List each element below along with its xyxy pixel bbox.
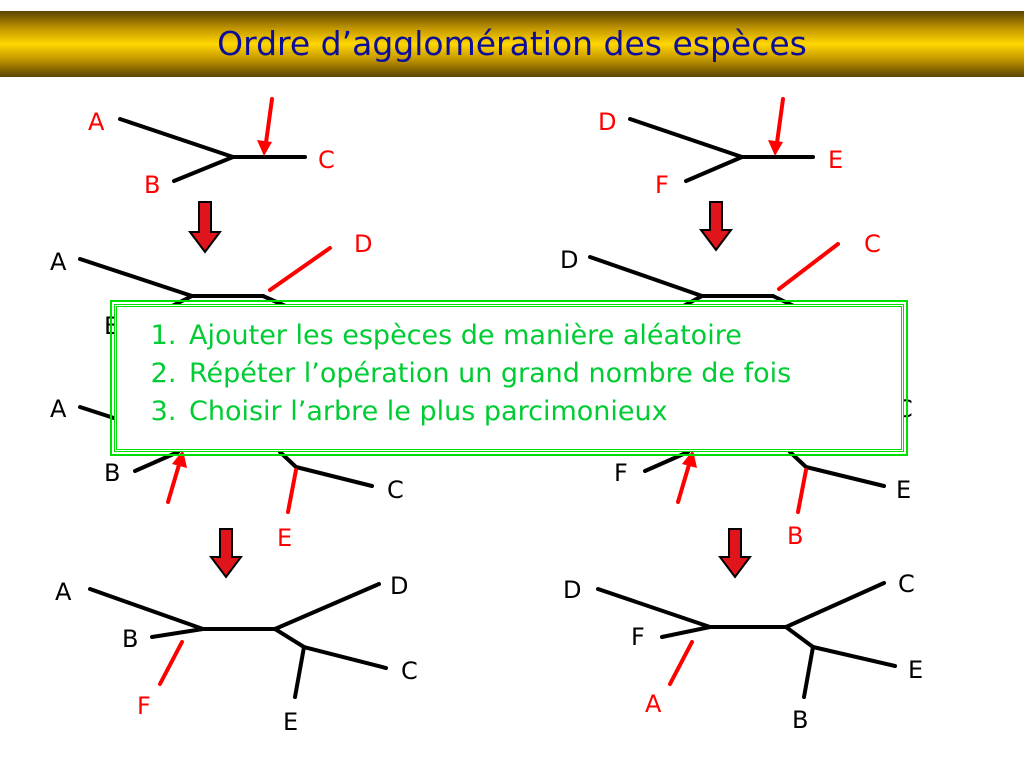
- left-tree-3-label-c: C: [387, 476, 404, 504]
- left-tree-1: A B C: [88, 97, 335, 199]
- right-tree-4-label-e: E: [908, 656, 923, 684]
- left-tree-4: A B C D E F: [55, 572, 418, 736]
- left-tree-4-label-b: B: [122, 625, 138, 653]
- right-tree-4-label-b: B: [792, 706, 808, 734]
- left-tree-4-label-f: F: [137, 692, 151, 720]
- right-tree-4-label-c: C: [898, 570, 915, 598]
- left-step-arrow-1: [188, 201, 222, 254]
- right-tree-2-label-c: C: [864, 230, 881, 258]
- right-tree-1: D F E: [598, 97, 843, 199]
- left-tree-4-label-a: A: [55, 578, 72, 606]
- title-bar: Ordre d’agglomération des espèces: [0, 11, 1024, 77]
- left-tree-3: A B C E: [50, 395, 404, 552]
- right-tree-3-label-f: F: [614, 459, 628, 487]
- right-tree-4-label-d: D: [563, 576, 581, 604]
- right-tree-4-label-f: F: [631, 623, 645, 651]
- left-tree-3-label-a: A: [50, 395, 67, 423]
- left-tree-4-label-d: D: [390, 572, 408, 600]
- step-item-1: Ajouter les espèces de manière aléatoire: [185, 317, 901, 355]
- left-tree-3-label-b: B: [104, 459, 120, 487]
- right-tree-1-label-d: D: [598, 108, 616, 136]
- left-step-arrow-2: [209, 528, 243, 579]
- right-tree-4-label-a: A: [645, 690, 662, 718]
- left-tree-1-label-b: B: [144, 171, 160, 199]
- left-tree-3-label-e: E: [277, 524, 292, 552]
- step-item-3: Choisir l’arbre le plus parcimonieux: [185, 393, 901, 431]
- left-tree-2-label-a: A: [50, 248, 67, 276]
- right-tree-1-label-f: F: [655, 171, 669, 199]
- steps-list: Ajouter les espèces de manière aléatoire…: [117, 307, 901, 431]
- right-tree-1-label-e: E: [828, 146, 843, 174]
- right-tree-3-label-e: E: [896, 476, 911, 504]
- left-tree-2-label-d: D: [354, 230, 372, 258]
- left-tree-4-label-e: E: [283, 708, 298, 736]
- right-tree-4: D F C E B A: [563, 570, 923, 734]
- right-tree-3-label-b: B: [787, 522, 803, 550]
- right-step-arrow-1: [699, 201, 733, 252]
- right-tree-2-label-d: D: [560, 246, 578, 274]
- page-title: Ordre d’agglomération des espèces: [217, 24, 807, 63]
- right-step-arrow-2: [718, 528, 752, 579]
- step-item-2: Répéter l’opération un grand nombre de f…: [185, 355, 901, 393]
- left-tree-4-label-c: C: [401, 657, 418, 685]
- steps-box: Ajouter les espèces de manière aléatoire…: [110, 300, 908, 456]
- left-tree-1-label-c: C: [318, 146, 335, 174]
- left-tree-1-label-a: A: [88, 108, 105, 136]
